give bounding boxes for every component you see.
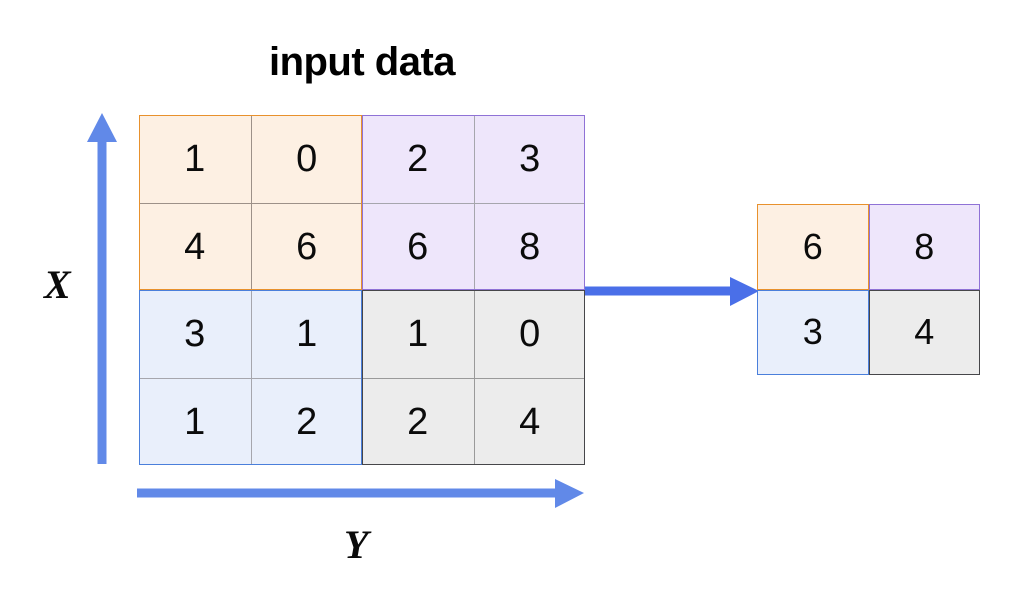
cell-value: 6 [296, 225, 318, 268]
input-cell-r1c2: 0 [250, 115, 362, 203]
cell-value: 6 [407, 225, 429, 268]
input-cell-r1c4: 3 [473, 115, 585, 203]
cell-value: 1 [184, 137, 206, 180]
cell-value: 2 [407, 137, 429, 180]
x-axis-label: X [44, 262, 71, 307]
output-cell-r1c2: 8 [868, 204, 980, 290]
input-cell-r4c3: 2 [362, 377, 474, 465]
cell-value: 1 [184, 400, 206, 443]
cell-value: 4 [519, 400, 541, 443]
cell-value: 4 [184, 225, 206, 268]
input-cell-r3c3: 1 [362, 290, 474, 378]
cell-value: 8 [519, 225, 541, 268]
input-cell-r4c1: 1 [139, 377, 251, 465]
output-cell-r1c1: 6 [757, 204, 869, 290]
cell-value: 3 [184, 312, 206, 355]
y-axis-arrow [134, 478, 586, 513]
output-cell-r2c1: 3 [757, 289, 869, 375]
input-cell-r3c2: 1 [250, 290, 362, 378]
input-cell-r3c4: 0 [473, 290, 585, 378]
cell-value: 4 [914, 311, 935, 353]
y-axis-label: Y [344, 522, 369, 567]
input-cell-r1c3: 2 [362, 115, 474, 203]
cell-value: 3 [802, 311, 823, 353]
output-pooled-grid: 6 8 3 4 [757, 204, 980, 375]
input-cell-r2c1: 4 [139, 202, 251, 290]
input-cell-r2c4: 8 [473, 202, 585, 290]
cell-value: 0 [296, 137, 318, 180]
output-cell-r2c2: 4 [868, 289, 980, 375]
page-title: input data [268, 40, 456, 84]
cell-value: 0 [519, 312, 541, 355]
cell-value: 6 [802, 225, 823, 267]
input-data-grid: 1 0 2 3 4 6 6 8 3 1 1 0 1 2 2 4 [139, 115, 585, 465]
cell-value: 8 [914, 225, 935, 267]
input-cell-r4c4: 4 [473, 377, 585, 465]
cell-value: 1 [407, 312, 429, 355]
cell-value: 2 [407, 400, 429, 443]
cell-value: 2 [296, 400, 318, 443]
cell-value: 3 [519, 137, 541, 180]
input-cell-r2c2: 6 [250, 202, 362, 290]
cell-value: 1 [296, 312, 318, 355]
input-cell-r3c1: 3 [139, 290, 251, 378]
input-cell-r2c3: 6 [362, 202, 474, 290]
input-cell-r4c2: 2 [250, 377, 362, 465]
pooling-flow-arrow [583, 276, 761, 311]
x-axis-arrow [86, 112, 118, 469]
input-cell-r1c1: 1 [139, 115, 251, 203]
